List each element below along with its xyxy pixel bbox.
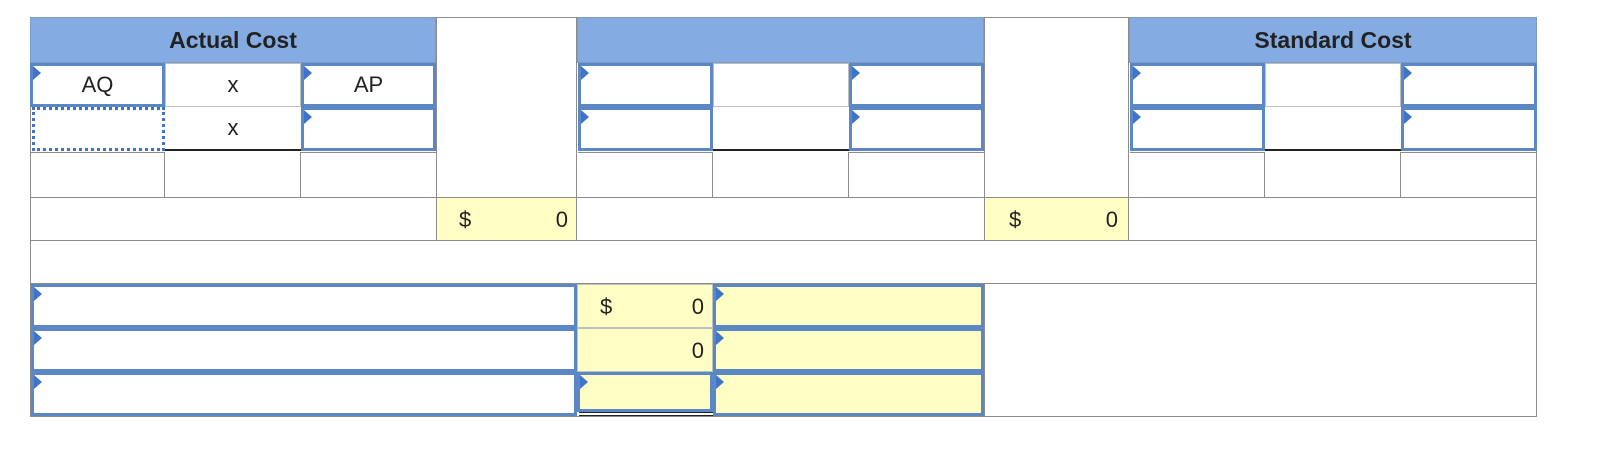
middle-total-cell: $ 0	[984, 197, 1129, 241]
dropdown-indicator-icon	[34, 331, 42, 345]
aq-label-field[interactable]: AQ	[30, 63, 165, 107]
spacer-col-1	[436, 17, 577, 197]
empty-cell	[165, 152, 301, 197]
standard-input-r1c3[interactable]	[1401, 63, 1537, 107]
standard-input-r2c3[interactable]	[1401, 107, 1537, 151]
dropdown-indicator-icon	[1404, 110, 1412, 124]
variance-label-input-3[interactable]	[31, 372, 577, 416]
standard-cell-r2c2	[1265, 107, 1401, 151]
actual-cost-header: Actual Cost	[30, 17, 436, 63]
spacer-col-2	[984, 17, 1129, 197]
ap-label: AP	[353, 72, 384, 97]
empty-cell	[1401, 152, 1537, 197]
variance-amount-2: 0	[577, 328, 713, 372]
middle-input-r1c1[interactable]	[578, 63, 713, 107]
dropdown-indicator-icon	[1133, 66, 1141, 80]
variance-type-input-3[interactable]	[713, 372, 984, 416]
dropdown-indicator-icon	[304, 110, 312, 124]
empty-cell	[1130, 152, 1265, 197]
dropdown-indicator-icon	[33, 66, 41, 80]
variance-type-input-2[interactable]	[713, 328, 984, 372]
empty-cell	[1265, 152, 1401, 197]
middle-input-r2c3[interactable]	[849, 107, 984, 151]
variance-empty-area	[984, 284, 1537, 417]
flexible-budget-header	[577, 17, 984, 63]
aq-label: AQ	[81, 72, 114, 97]
middle-total-value: 0	[1105, 207, 1118, 232]
spacer-row	[30, 241, 1537, 284]
aq-value-input[interactable]	[32, 107, 165, 151]
standard-cell-r1c2	[1265, 63, 1401, 107]
actual-total-cell: $ 0	[436, 197, 577, 241]
dropdown-indicator-icon	[716, 375, 724, 389]
empty-cell	[713, 152, 849, 197]
empty-cell	[849, 152, 984, 197]
variance-amount-input-3[interactable]	[577, 372, 713, 412]
double-underline	[579, 412, 713, 416]
variance-amount-1: $ 0	[577, 284, 713, 328]
empty-cell	[30, 152, 165, 197]
variance-label-input-2[interactable]	[31, 328, 577, 372]
dropdown-indicator-icon	[34, 375, 42, 389]
multiply-sign: x	[165, 63, 301, 107]
dropdown-indicator-icon	[1404, 66, 1412, 80]
dropdown-indicator-icon	[34, 287, 42, 301]
totals-row	[30, 197, 1537, 241]
middle-cell-r2c2	[713, 107, 849, 151]
multiply-sign: x	[165, 107, 301, 151]
dropdown-indicator-icon	[580, 375, 588, 389]
standard-cost-header: Standard Cost	[1129, 17, 1537, 63]
variance-label-input-1[interactable]	[31, 284, 577, 328]
currency-symbol: $	[1009, 207, 1022, 232]
currency-symbol: $	[459, 207, 472, 232]
variance-value-2: 0	[691, 338, 704, 363]
ap-label-field[interactable]: AP	[301, 63, 436, 107]
dropdown-indicator-icon	[581, 110, 589, 124]
currency-symbol: $	[600, 294, 613, 319]
dropdown-indicator-icon	[852, 66, 860, 80]
actual-total-value: 0	[555, 207, 568, 232]
dropdown-indicator-icon	[304, 66, 312, 80]
dropdown-indicator-icon	[1133, 110, 1141, 124]
ap-value-input[interactable]	[301, 107, 436, 151]
variance-value-1: 0	[691, 294, 704, 319]
empty-cell	[301, 152, 436, 197]
variance-type-input-1[interactable]	[713, 284, 984, 328]
dropdown-indicator-icon	[581, 66, 589, 80]
standard-input-r2c1[interactable]	[1130, 107, 1265, 151]
empty-cell	[578, 152, 713, 197]
standard-input-r1c1[interactable]	[1130, 63, 1265, 107]
dropdown-indicator-icon	[852, 110, 860, 124]
middle-cell-r1c2	[713, 63, 849, 107]
middle-input-r2c1[interactable]	[578, 107, 713, 151]
dropdown-indicator-icon	[716, 331, 724, 345]
dropdown-indicator-icon	[716, 287, 724, 301]
middle-input-r1c3[interactable]	[849, 63, 984, 107]
